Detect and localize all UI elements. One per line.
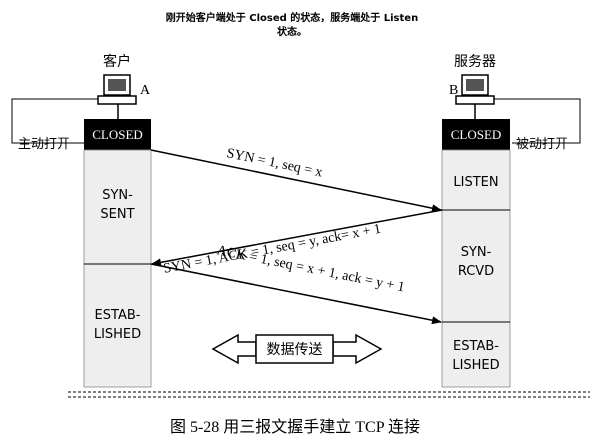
server-label: 服务器 [454,54,496,70]
client-closed-label: CLOSED [92,127,143,142]
server-computer-icon [455,74,495,120]
syn-arrow [150,149,442,213]
client-label: 客户 [103,53,131,70]
client-syn-sent-line-1: SYN- [102,188,133,203]
server-listen-label: LISTEN [453,175,498,190]
server-syn-rcvd-line-2: RCVD [458,264,494,279]
server-state-closed [442,119,510,150]
top-note-line-1: 刚开始客户端处于 Closed 的状态，服务端处于 Listen [166,11,418,24]
active-open-label: 主动打开 [18,137,70,152]
server-syn-rcvd-line-1: SYN- [461,245,492,260]
client-established-line-2: LISHED [94,327,141,342]
passive-open-label: 被动打开 [516,137,568,152]
server-established-line-1: ESTAB- [453,339,499,354]
data-transfer-box [255,334,334,364]
client-letter: A [140,83,151,98]
server-letter: B [449,83,458,98]
server-closed-label: CLOSED [451,127,502,142]
data-transfer-left-arrow-icon [211,333,257,365]
client-computer-icon [97,74,137,120]
data-transfer-right-arrow-icon [332,333,383,365]
ack-arrow [150,263,442,325]
server-timeline [441,149,511,388]
client-state-closed [84,119,151,150]
top-note-line-2: 状态。 [277,25,307,38]
passive-open-connector [494,98,581,144]
data-transfer-label: 数据传送 [267,342,323,358]
client-timeline [83,149,152,388]
client-syn-sent-line-2: SENT [100,207,134,222]
ack-message-label: ACK = 1, seq = x + 1, ack = y + 1 [215,243,405,295]
server-established-line-2: LISHED [452,358,499,373]
syn-ack-arrow [151,209,443,267]
active-open-connector [11,98,98,144]
client-established-line-1: ESTAB- [95,308,141,323]
figure-caption: 图 5-28 用三报文握手建立 TCP 连接 [170,418,420,436]
